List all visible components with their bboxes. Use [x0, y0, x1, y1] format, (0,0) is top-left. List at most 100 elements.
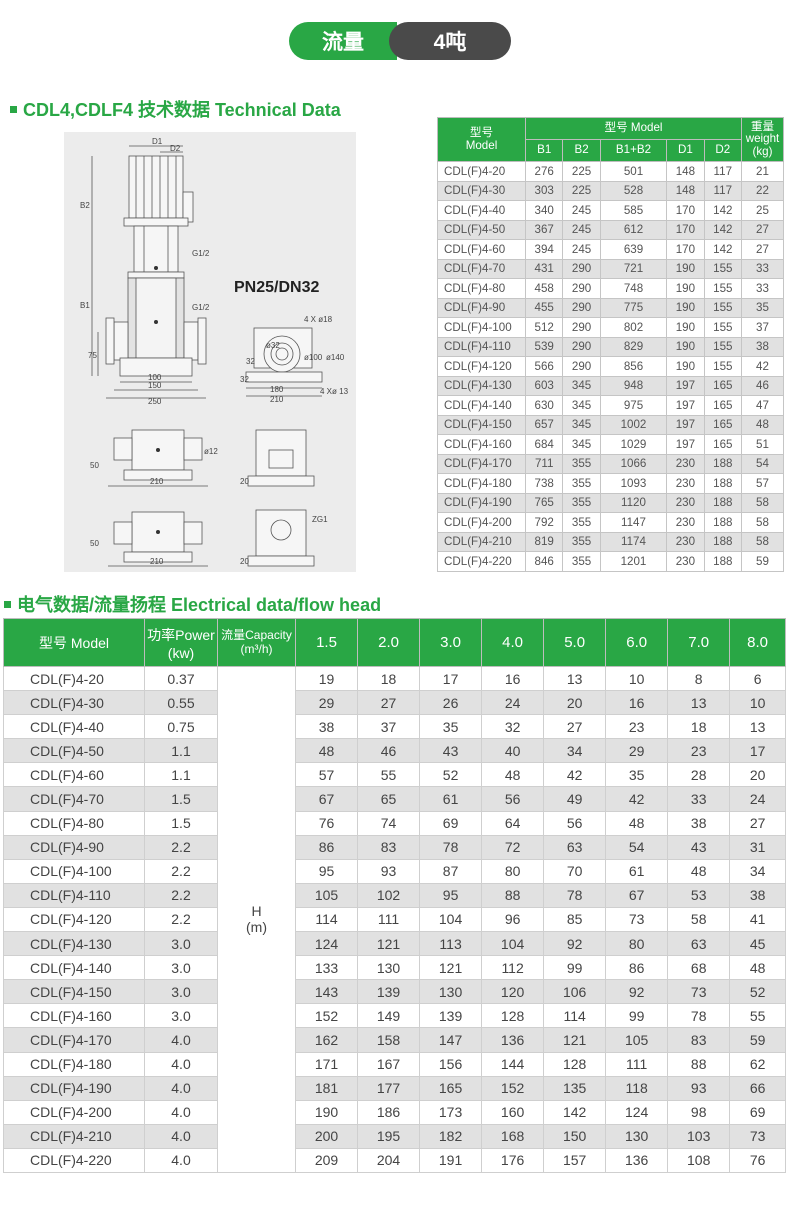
elec-cell-head: 56 — [481, 786, 545, 812]
elec-cell-head: 23 — [667, 738, 731, 764]
tech-cell: 117 — [703, 161, 743, 182]
elec-cell-model: CDL(F)4-180 — [3, 1051, 145, 1077]
dia-140-label: ø140 — [326, 353, 345, 362]
tech-cell: 345 — [562, 395, 601, 416]
tech-cell: 188 — [703, 531, 743, 552]
tech-header-model-en: Model — [465, 138, 498, 152]
elec-cell-head: 95 — [294, 858, 359, 884]
flow-value: 4吨 — [389, 22, 511, 60]
tech-cell: 345 — [562, 414, 601, 435]
elec-cell-head: 80 — [481, 858, 545, 884]
tech-cell: 792 — [524, 512, 564, 533]
elec-cell-power: 4.0 — [144, 1123, 218, 1149]
elec-cell-head: 70 — [543, 858, 607, 884]
tech-cell: 47 — [741, 395, 784, 416]
elec-cell-head: 121 — [419, 955, 483, 981]
tech-cell: 394 — [524, 239, 564, 260]
tech-cell: 355 — [562, 551, 601, 572]
elec-cell-head: 150 — [543, 1123, 607, 1149]
elec-cell-head: 102 — [357, 882, 421, 908]
elec-cell-head: 86 — [294, 834, 359, 860]
elec-cell-head: 43 — [419, 738, 483, 764]
elec-cell-model: CDL(F)4-220 — [3, 1147, 145, 1173]
tech-cell: 27 — [741, 239, 784, 260]
elec-cell-head: 48 — [729, 955, 786, 981]
elec-cell-head: 32 — [481, 714, 545, 740]
holes-13-label: 4 Xø 13 — [320, 387, 349, 396]
tech-cell: 603 — [524, 375, 564, 396]
elec-cell-head: 121 — [357, 931, 421, 957]
elec-cell-head: 56 — [543, 810, 607, 836]
tech-col-header: B1 — [524, 139, 564, 162]
elec-cell-head: 112 — [481, 955, 545, 981]
elec-header-model: 型号 Model — [3, 618, 145, 667]
elec-cell-head: 124 — [605, 1099, 669, 1125]
elec-cell-head: 43 — [667, 834, 731, 860]
tech-header-model-cn: 型号 — [469, 126, 494, 140]
elec-cell-head: 76 — [729, 1147, 786, 1173]
tech-cell-model: CDL(F)4-70 — [437, 258, 526, 279]
elec-cell-head: 99 — [543, 955, 607, 981]
elec-cell-head: 55 — [357, 762, 421, 788]
tech-cell-model: CDL(F)4-220 — [437, 551, 526, 572]
pn-dn-label: PN25/DN32 — [234, 279, 319, 296]
electrical-data-table: 型号 Model 功率Power (kw) 流量Capacity (m³/h) … — [3, 618, 786, 1173]
tech-cell: 819 — [524, 531, 564, 552]
elec-cell-head: 58 — [667, 906, 731, 933]
tech-cell: 657 — [524, 414, 564, 435]
dia-12-label: ø12 — [204, 447, 218, 456]
elec-cell-head: 144 — [481, 1051, 545, 1077]
tech-cell: 355 — [562, 492, 601, 513]
tech-cell: 190 — [666, 297, 705, 318]
zg-label: ZG1 — [312, 515, 328, 524]
tech-cell: 846 — [524, 551, 564, 572]
tech-cell: 190 — [666, 278, 705, 299]
tech-cell: 290 — [562, 317, 601, 338]
tech-cell: 155 — [703, 278, 743, 299]
elec-cell-head: 48 — [605, 810, 669, 836]
tech-cell: 165 — [703, 375, 743, 396]
elec-header-capacity-text: 流量Capacity — [221, 628, 292, 643]
tech-header-group: 型号 Model — [525, 117, 742, 140]
tech-cell: 27 — [741, 219, 784, 240]
elec-cell-head: 111 — [357, 906, 421, 933]
elec-cell-model: CDL(F)4-150 — [3, 979, 145, 1005]
tech-cell: 33 — [741, 278, 784, 299]
elec-cell-head: 103 — [667, 1123, 731, 1149]
tech-cell: 1066 — [599, 453, 668, 474]
tech-cell: 1174 — [599, 531, 668, 552]
elec-cell-head: 105 — [605, 1027, 669, 1053]
tech-cell: 829 — [599, 336, 668, 357]
elec-cell-head: 10 — [729, 690, 786, 716]
tech-cell: 170 — [666, 219, 705, 240]
tech-cell: 188 — [703, 453, 743, 474]
elec-cell-head: 177 — [357, 1075, 421, 1101]
dim-g1-label: G1/2 — [192, 249, 210, 258]
elec-header-power: 功率Power (kw) — [144, 618, 218, 667]
elec-cell-head: 160 — [481, 1099, 545, 1125]
elec-cell-model: CDL(F)4-140 — [3, 955, 145, 981]
elec-cell-model: CDL(F)4-30 — [3, 690, 145, 716]
tech-cell: 197 — [666, 375, 705, 396]
tech-cell: 230 — [666, 512, 705, 533]
elec-cell-head: 158 — [357, 1027, 421, 1053]
elec-cell-head: 20 — [729, 762, 786, 788]
holes-18-label: 4 X ø18 — [304, 315, 333, 324]
elec-cell-head: 85 — [543, 906, 607, 933]
elec-cell-power: 3.0 — [144, 955, 218, 981]
elec-cell-head: 98 — [667, 1099, 731, 1125]
tech-cell: 630 — [524, 395, 564, 416]
elec-cell-head: 167 — [357, 1051, 421, 1077]
elec-cell-head: 69 — [419, 810, 483, 836]
